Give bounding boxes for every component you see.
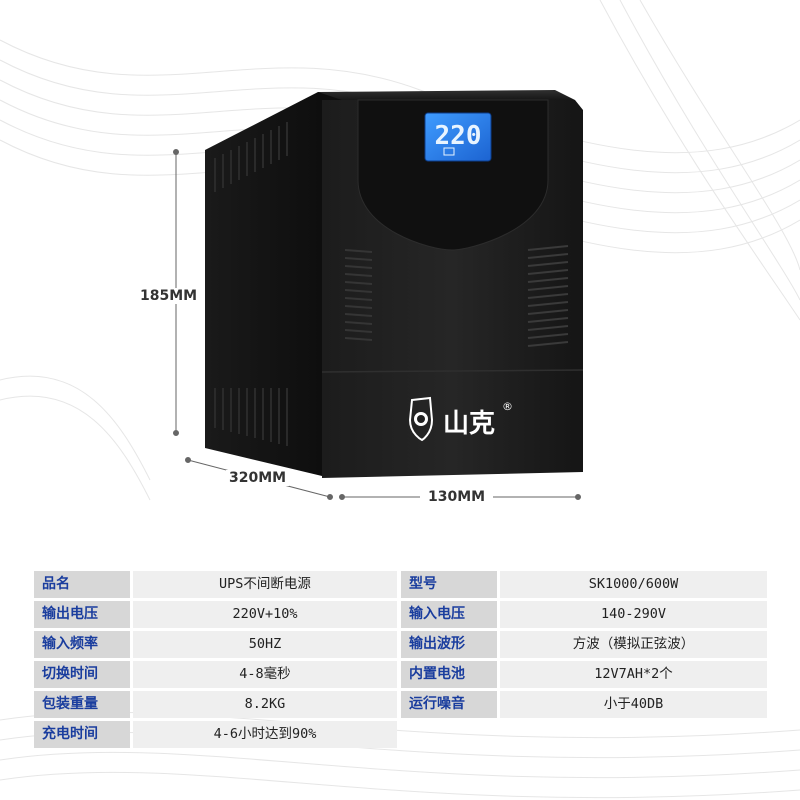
registered-mark: ® (502, 400, 513, 413)
ups-product-image: 220 (173, 90, 584, 500)
spec-value: 4-6小时达到90% (133, 721, 397, 748)
spec-value: 12V7AH*2个 (500, 661, 767, 688)
height-dimension-label: 185MM (138, 288, 200, 304)
spec-row: 包装重量 8.2KG 运行噪音 小于40DB (34, 690, 767, 720)
spec-row: 充电时间 4-6小时达到90% (34, 720, 767, 750)
spec-row: 品名 UPS不间断电源 型号 SK1000/600W (34, 570, 767, 600)
ups-side-face (205, 92, 342, 476)
brand-name: 山克 (443, 409, 495, 439)
spec-value: 小于40DB (500, 691, 767, 718)
spec-value: SK1000/600W (500, 571, 767, 598)
lcd-reading: 220 (435, 121, 482, 151)
depth-dimension-label: 320MM (226, 470, 290, 486)
spec-row: 输出电压 220V+10% 输入电压 140-290V (34, 600, 767, 630)
spec-key: 输入电压 (401, 601, 497, 628)
spec-value: 4-8毫秒 (133, 661, 397, 688)
spec-value: 方波（模拟正弦波） (500, 631, 767, 658)
spec-row: 输入频率 50HZ 输出波形 方波（模拟正弦波） (34, 630, 767, 660)
ups-front-arch (357, 99, 549, 251)
brand-logo (408, 396, 434, 442)
spec-value: UPS不间断电源 (133, 571, 397, 598)
spec-key: 输入频率 (34, 631, 130, 658)
spec-value: 50HZ (133, 631, 397, 658)
spec-key: 包装重量 (34, 691, 130, 718)
ups-top-face (318, 90, 575, 100)
spec-key: 输出波形 (401, 631, 497, 658)
spec-key: 品名 (34, 571, 130, 598)
spec-key: 内置电池 (401, 661, 497, 688)
spec-key: 型号 (401, 571, 497, 598)
spec-key: 切换时间 (34, 661, 130, 688)
width-dimension-label: 130MM (420, 489, 494, 505)
spec-value: 8.2KG (133, 691, 397, 718)
spec-table: 品名 UPS不间断电源 型号 SK1000/600W 输出电压 220V+10%… (34, 570, 767, 750)
spec-key: 输出电压 (34, 601, 130, 628)
spec-key: 运行噪音 (401, 691, 497, 718)
spec-row: 切换时间 4-8毫秒 内置电池 12V7AH*2个 (34, 660, 767, 690)
spec-value: 220V+10% (133, 601, 397, 628)
spec-key: 充电时间 (34, 721, 130, 748)
spec-value: 140-290V (500, 601, 767, 628)
lcd-screen (424, 112, 492, 162)
